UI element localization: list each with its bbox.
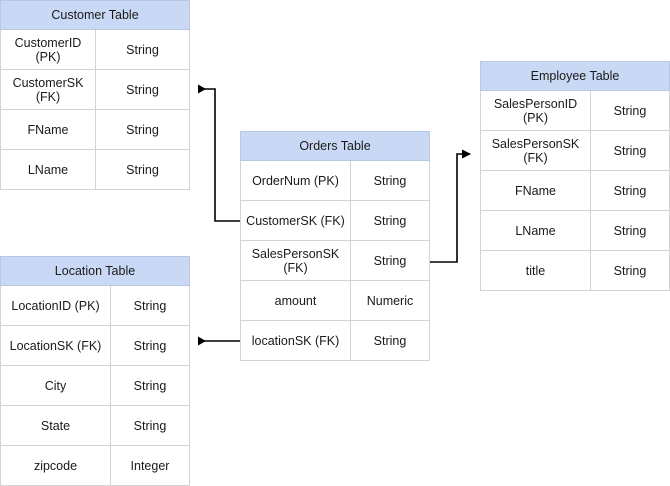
field-name-cell: FName xyxy=(481,171,591,210)
field-type-cell: Numeric xyxy=(366,293,414,308)
field-type-cell: String xyxy=(133,338,167,353)
customer-table[interactable]: Customer Table CustomerID (PK) String Cu… xyxy=(0,0,190,190)
location-table-title: Location Table xyxy=(0,256,190,286)
field-name-cell: title xyxy=(481,251,591,290)
field-type-cell: String xyxy=(126,162,159,177)
field-name-cell: LocationSK (FK) xyxy=(1,326,111,365)
table-row[interactable]: City String xyxy=(0,366,190,406)
field-name-cell: SalesPersonSK (FK) xyxy=(481,131,591,170)
location-table[interactable]: Location Table LocationID (PK) String Lo… xyxy=(0,256,190,486)
field-name-cell: CustomerSK (FK) xyxy=(1,70,96,109)
field-name-cell: FName xyxy=(1,110,96,149)
field-type-cell: String xyxy=(613,103,647,118)
field-type-cell: String xyxy=(126,42,159,57)
field-name-cell: SalesPersonSK (FK) xyxy=(241,241,351,280)
field-type-cell: String xyxy=(373,253,407,268)
field-name-cell: CustomerSK (FK) xyxy=(241,201,351,240)
field-name-cell: OrderNum (PK) xyxy=(241,161,351,200)
field-type-cell: String xyxy=(613,263,647,278)
orders-table[interactable]: Orders Table OrderNum (PK) String Custom… xyxy=(240,131,430,361)
table-row[interactable]: LocationID (PK) String xyxy=(0,286,190,326)
table-row[interactable]: SalesPersonID (PK) String xyxy=(480,91,670,131)
orders-table-title: Orders Table xyxy=(240,131,430,161)
field-type-cell: String xyxy=(613,183,647,198)
field-type-cell: String xyxy=(613,143,647,158)
table-row[interactable]: amount Numeric xyxy=(240,281,430,321)
field-name-cell: City xyxy=(1,366,111,405)
field-type-cell: String xyxy=(613,223,647,238)
employee-table[interactable]: Employee Table SalesPersonID (PK) String… xyxy=(480,61,670,291)
field-type-cell: Integer xyxy=(130,458,170,473)
field-name-cell: LocationID (PK) xyxy=(1,286,111,325)
table-row[interactable]: CustomerSK (FK) String xyxy=(0,70,190,110)
field-type-cell: String xyxy=(126,122,159,137)
table-row[interactable]: FName String xyxy=(480,171,670,211)
employee-table-title: Employee Table xyxy=(480,61,670,91)
field-name-cell: zipcode xyxy=(1,446,111,485)
connector-orders-to-employee xyxy=(430,149,471,263)
field-name-cell: amount xyxy=(241,281,351,320)
field-name-cell: LName xyxy=(481,211,591,250)
table-row[interactable]: zipcode Integer xyxy=(0,446,190,486)
field-type-cell: String xyxy=(133,418,167,433)
field-name-cell: State xyxy=(1,406,111,445)
field-name-cell: SalesPersonID (PK) xyxy=(481,91,591,130)
field-type-cell: String xyxy=(373,173,407,188)
field-name-cell: locationSK (FK) xyxy=(241,321,351,360)
field-type-cell: String xyxy=(126,82,159,97)
field-type-cell: String xyxy=(373,333,407,348)
table-row[interactable]: LName String xyxy=(480,211,670,251)
field-type-cell: String xyxy=(373,213,407,228)
table-row[interactable]: LocationSK (FK) String xyxy=(0,326,190,366)
table-row[interactable]: CustomerSK (FK) String xyxy=(240,201,430,241)
table-row[interactable]: title String xyxy=(480,251,670,291)
table-row[interactable]: locationSK (FK) String xyxy=(240,321,430,361)
table-row[interactable]: CustomerID (PK) String xyxy=(0,30,190,70)
table-row[interactable]: LName String xyxy=(0,150,190,190)
table-row[interactable]: SalesPersonSK (FK) String xyxy=(240,241,430,281)
customer-table-title: Customer Table xyxy=(0,0,190,30)
table-row[interactable]: State String xyxy=(0,406,190,446)
field-type-cell: String xyxy=(133,298,167,313)
table-row[interactable]: SalesPersonSK (FK) String xyxy=(480,131,670,171)
table-row[interactable]: FName String xyxy=(0,110,190,150)
connector-orders-to-customer xyxy=(198,84,240,222)
table-row[interactable]: OrderNum (PK) String xyxy=(240,161,430,201)
field-name-cell: CustomerID (PK) xyxy=(1,30,96,69)
field-name-cell: LName xyxy=(1,150,96,189)
field-type-cell: String xyxy=(133,378,167,393)
